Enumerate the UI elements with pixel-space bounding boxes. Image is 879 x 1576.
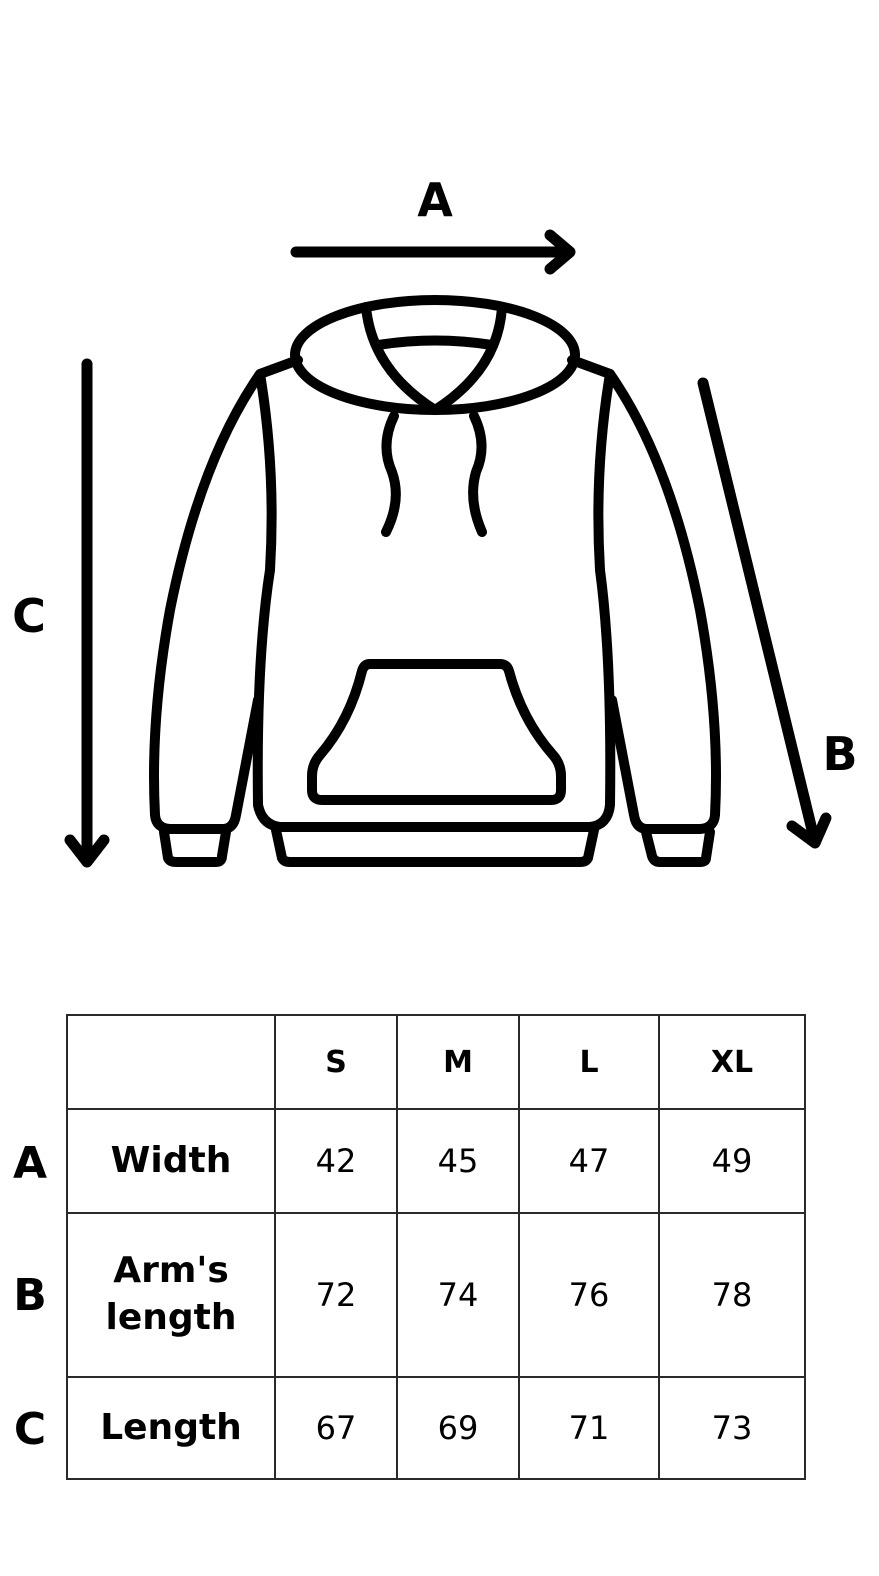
table-cell: 42 bbox=[274, 1108, 398, 1214]
table-row: Length 67 69 71 73 bbox=[66, 1376, 806, 1480]
row-letter-b: B bbox=[13, 1270, 47, 1321]
table-cell: 67 bbox=[274, 1376, 398, 1480]
size-header-l: L bbox=[518, 1014, 660, 1110]
dimension-label-c: C bbox=[12, 589, 46, 643]
table-cell: 45 bbox=[396, 1108, 520, 1214]
size-header-s: S bbox=[274, 1014, 398, 1110]
table-cell: 47 bbox=[518, 1108, 660, 1214]
row-letter-a: A bbox=[12, 1138, 48, 1189]
table-row: Arm's length 72 74 76 78 bbox=[66, 1212, 806, 1378]
row-label-length: Length bbox=[66, 1376, 276, 1480]
table-cell: 74 bbox=[396, 1212, 520, 1378]
arrow-right-icon bbox=[290, 229, 576, 275]
arrow-diagonal-icon bbox=[697, 377, 832, 849]
table-cell: 71 bbox=[518, 1376, 660, 1480]
table-cell: 72 bbox=[274, 1212, 398, 1378]
table-cell: 69 bbox=[396, 1376, 520, 1480]
table-cell: 76 bbox=[518, 1212, 660, 1378]
table-cell: 78 bbox=[658, 1212, 806, 1378]
row-letter-c: C bbox=[13, 1404, 47, 1455]
dimension-label-a: A bbox=[417, 173, 453, 227]
table-cell: 73 bbox=[658, 1376, 806, 1480]
size-header-xl: XL bbox=[658, 1014, 806, 1110]
dimension-label-b: B bbox=[822, 727, 857, 781]
header-empty-cell bbox=[66, 1014, 276, 1110]
hoodie-diagram: A C B bbox=[12, 173, 858, 868]
size-table: S M L XL Width 42 45 47 49 Arm's length … bbox=[66, 1014, 806, 1480]
row-label-arms-length-text: Arm's length bbox=[105, 1250, 237, 1338]
table-cell: 49 bbox=[658, 1108, 806, 1214]
table-row: Width 42 45 47 49 bbox=[66, 1108, 806, 1214]
row-label-arms-length: Arm's length bbox=[66, 1212, 276, 1378]
size-header-m: M bbox=[396, 1014, 520, 1110]
hoodie-icon bbox=[149, 295, 721, 867]
arrow-down-icon bbox=[64, 358, 110, 868]
row-label-width: Width bbox=[66, 1108, 276, 1214]
table-header-row: S M L XL bbox=[66, 1014, 806, 1110]
